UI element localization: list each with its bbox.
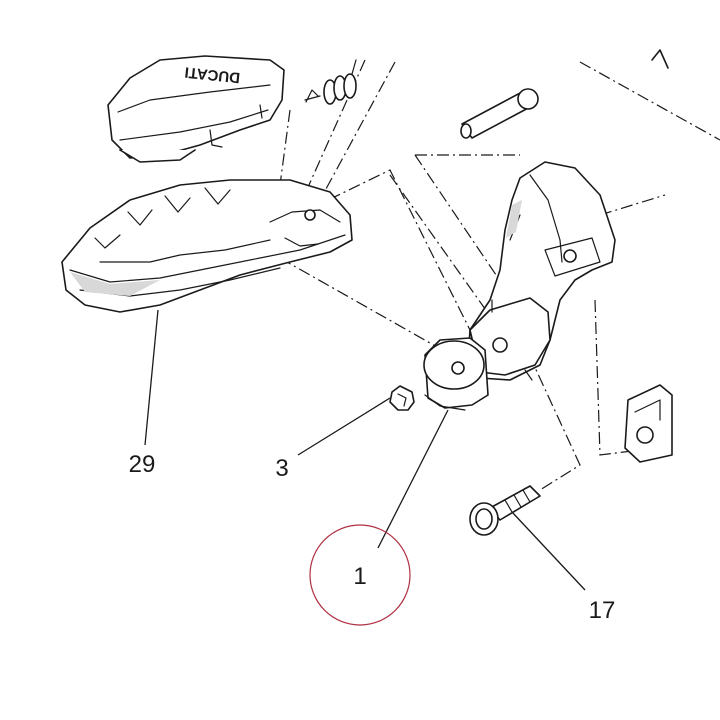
side-bracket-partial [624,49,673,463]
clip [389,385,415,411]
leader-1 [377,409,449,549]
leader-3 [297,397,391,456]
footpeg [61,179,353,313]
leader-lines [144,309,586,591]
callout-1: 1 [353,563,366,590]
spring [304,59,357,105]
callout-3: 3 [275,455,288,482]
highlight-circle [309,524,411,626]
pin [460,88,539,139]
heel-plate: DUCATI [107,55,285,163]
bushing [423,337,489,411]
leader-29 [144,309,159,446]
footpeg-bracket [467,161,616,381]
leader-17 [511,511,586,591]
ducati-logo-text: DUCATI [184,63,241,86]
callouts: 29 3 1 17 [129,451,616,624]
bolt [469,485,541,536]
callout-29: 29 [129,451,156,478]
callout-17: 17 [589,597,616,624]
